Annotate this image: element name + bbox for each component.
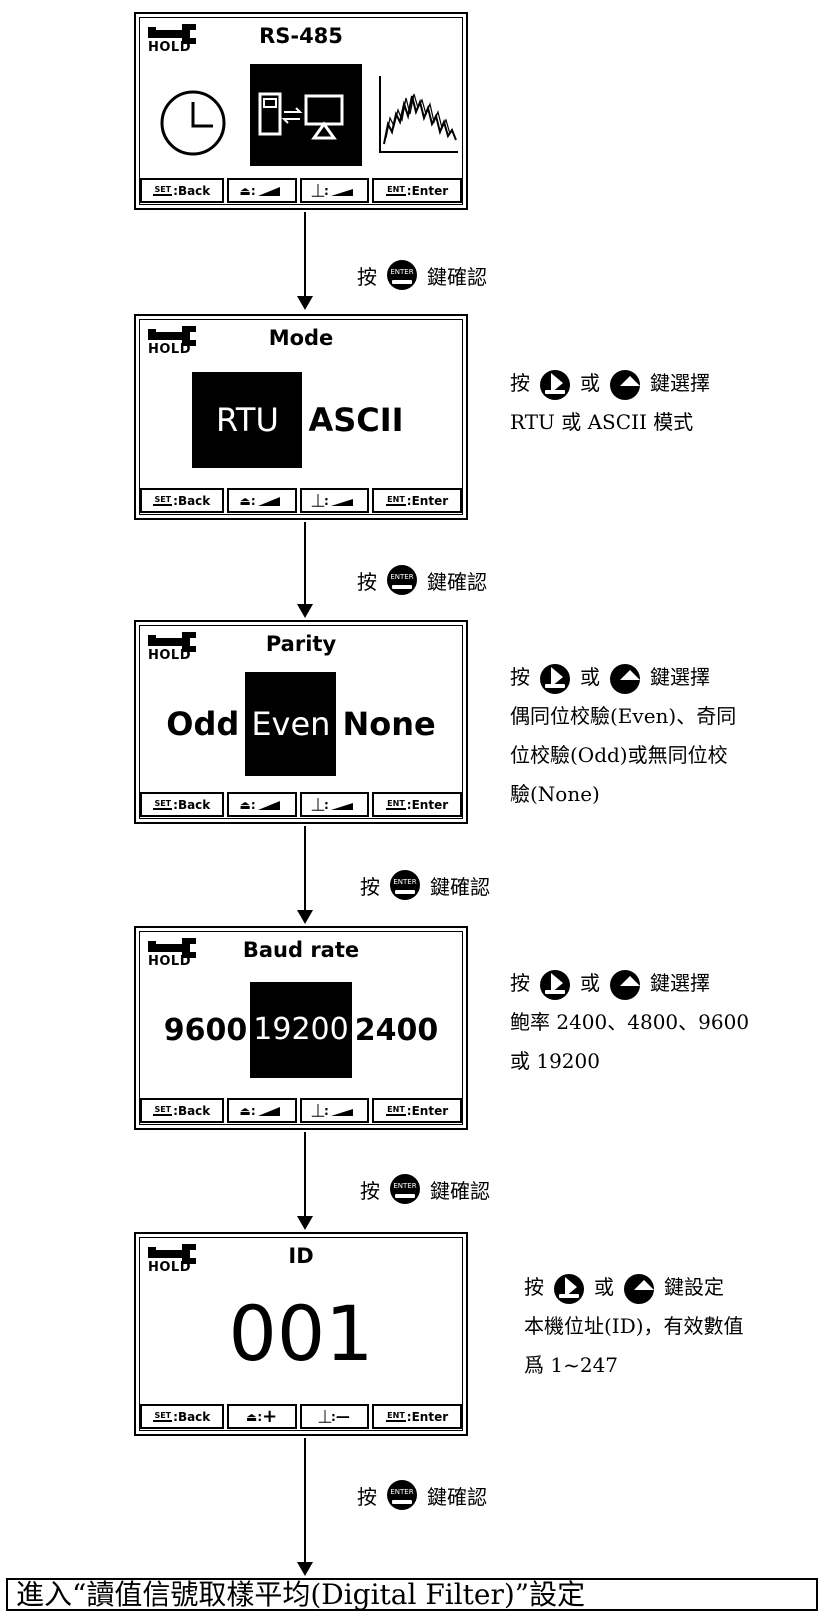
press-enter-instruction: 按 ENTER 鍵確認	[360, 1174, 490, 1204]
screen-parity: HOLD Parity Odd Even None SET:Back ⏏: ⏊:…	[134, 620, 468, 824]
next-step-box: 進入“讀值信號取樣平均(Digital Filter)”設定	[6, 1578, 818, 1611]
hold-indicator: HOLD	[148, 630, 200, 664]
hold-label: HOLD	[148, 40, 192, 55]
softkey-bar: SET:Back ⏏: ⏊: ENT:Enter	[140, 1098, 463, 1123]
enter-key-icon: ENTER	[387, 260, 417, 290]
back-softkey[interactable]: SET:Back	[140, 792, 224, 817]
flow-arrow	[304, 1132, 306, 1218]
mode-key-icon: MODE	[624, 1273, 654, 1314]
screen-title: Parity	[265, 632, 337, 656]
increase-softkey[interactable]: ⏏: +	[226, 1404, 297, 1429]
hold-indicator: HOLD	[148, 324, 200, 358]
screen-title: RS-485	[259, 24, 343, 48]
flow-arrow	[304, 212, 306, 298]
right-softkey[interactable]: ⏊:	[299, 488, 370, 513]
up-softkey[interactable]: ⏏:	[226, 178, 297, 203]
trend-chart-icon	[379, 76, 458, 153]
wrench-icon	[148, 326, 196, 346]
option-none[interactable]: None	[342, 705, 436, 743]
arrowhead	[297, 1216, 313, 1230]
id-value[interactable]: 001	[228, 1289, 374, 1378]
press-enter-instruction: 按 ENTER 鍵確認	[357, 260, 487, 290]
softkey-bar: SET:Back ⏏: ⏊: ENT:Enter	[140, 178, 463, 203]
hold-label: HOLD	[148, 342, 192, 357]
back-softkey[interactable]: SET:Back	[140, 488, 224, 513]
wrench-icon	[148, 938, 196, 958]
hold-indicator: HOLD	[148, 1242, 200, 1276]
softkey-bar: SET:Back ⏏: ⏊: ENT:Enter	[140, 488, 463, 513]
back-softkey[interactable]: SET:Back	[140, 1404, 224, 1429]
arrowhead	[297, 604, 313, 618]
wrench-icon	[148, 632, 196, 652]
hold-label: HOLD	[148, 954, 192, 969]
decrease-softkey[interactable]: ⏊: —	[299, 1404, 370, 1429]
option-odd[interactable]: Odd	[166, 705, 240, 743]
enter-key-icon: ENTER	[390, 1174, 420, 1204]
right-key-icon	[554, 1273, 584, 1304]
flow-arrow	[304, 1438, 306, 1562]
right-key-icon	[540, 969, 570, 1000]
communication-icon	[250, 64, 362, 166]
wrench-icon	[148, 24, 196, 44]
wrench-icon	[148, 1244, 196, 1264]
screen-id: HOLD ID 001 SET:Back ⏏: + ⏊: — ENT:Enter	[134, 1232, 468, 1436]
screen-baud-rate: HOLD Baud rate 9600 19200 2400 SET:Back …	[134, 926, 468, 1130]
up-softkey[interactable]: ⏏:	[226, 792, 297, 817]
press-enter-instruction: 按 ENTER 鍵確認	[357, 565, 487, 595]
enter-key-icon: ENTER	[387, 1480, 417, 1510]
enter-softkey[interactable]: ENT:Enter	[372, 1098, 463, 1123]
option-even[interactable]: Even	[245, 672, 337, 776]
option-rtu[interactable]: RTU	[192, 372, 303, 468]
back-softkey[interactable]: SET:Back	[140, 1098, 224, 1123]
enter-softkey[interactable]: ENT:Enter	[372, 1404, 463, 1429]
screen-rs485: HOLD RS-485 SET:Back ⏏: ⏊: ENT:Enter	[134, 12, 468, 210]
up-softkey[interactable]: ⏏:	[226, 488, 297, 513]
up-softkey[interactable]: ⏏:	[226, 1098, 297, 1123]
screen-title: Mode	[268, 326, 334, 350]
screen-title: Baud rate	[242, 938, 360, 962]
softkey-bar: SET:Back ⏏: + ⏊: — ENT:Enter	[140, 1404, 463, 1429]
enter-softkey[interactable]: ENT:Enter	[372, 792, 463, 817]
mode-key-icon: MODE	[610, 969, 640, 1010]
right-key-icon	[540, 369, 570, 400]
enter-softkey[interactable]: ENT:Enter	[372, 178, 463, 203]
screen-title: ID	[288, 1244, 314, 1268]
right-softkey[interactable]: ⏊:	[299, 1098, 370, 1123]
option-19200[interactable]: 19200	[250, 982, 352, 1078]
back-softkey[interactable]: SET:Back	[140, 178, 224, 203]
arrowhead	[297, 910, 313, 924]
mode-key-icon: MODE	[610, 663, 640, 704]
clock-icon	[160, 90, 226, 156]
right-softkey[interactable]: ⏊:	[299, 792, 370, 817]
press-enter-instruction: 按 ENTER 鍵確認	[360, 870, 490, 900]
option-2400[interactable]: 2400	[354, 1012, 439, 1048]
screen-mode: HOLD Mode RTU ASCII SET:Back ⏏: ⏊: ENT:E…	[134, 314, 468, 520]
mode-key-icon: MODE	[610, 369, 640, 410]
hold-indicator: HOLD	[148, 936, 200, 970]
hold-label: HOLD	[148, 1260, 192, 1275]
press-enter-instruction: 按 ENTER 鍵確認	[357, 1480, 487, 1510]
option-ascii[interactable]: ASCII	[308, 401, 404, 439]
softkey-bar: SET:Back ⏏: ⏊: ENT:Enter	[140, 792, 463, 817]
arrowhead	[297, 296, 313, 310]
hold-label: HOLD	[148, 648, 192, 663]
right-softkey[interactable]: ⏊:	[299, 178, 370, 203]
enter-key-icon: ENTER	[387, 565, 417, 595]
right-key-icon	[540, 663, 570, 694]
arrowhead	[297, 1562, 313, 1576]
enter-softkey[interactable]: ENT:Enter	[372, 488, 463, 513]
enter-key-icon: ENTER	[390, 870, 420, 900]
flow-arrow	[304, 826, 306, 912]
option-9600[interactable]: 9600	[163, 1012, 248, 1048]
hold-indicator: HOLD	[148, 22, 200, 56]
flow-arrow	[304, 522, 306, 606]
